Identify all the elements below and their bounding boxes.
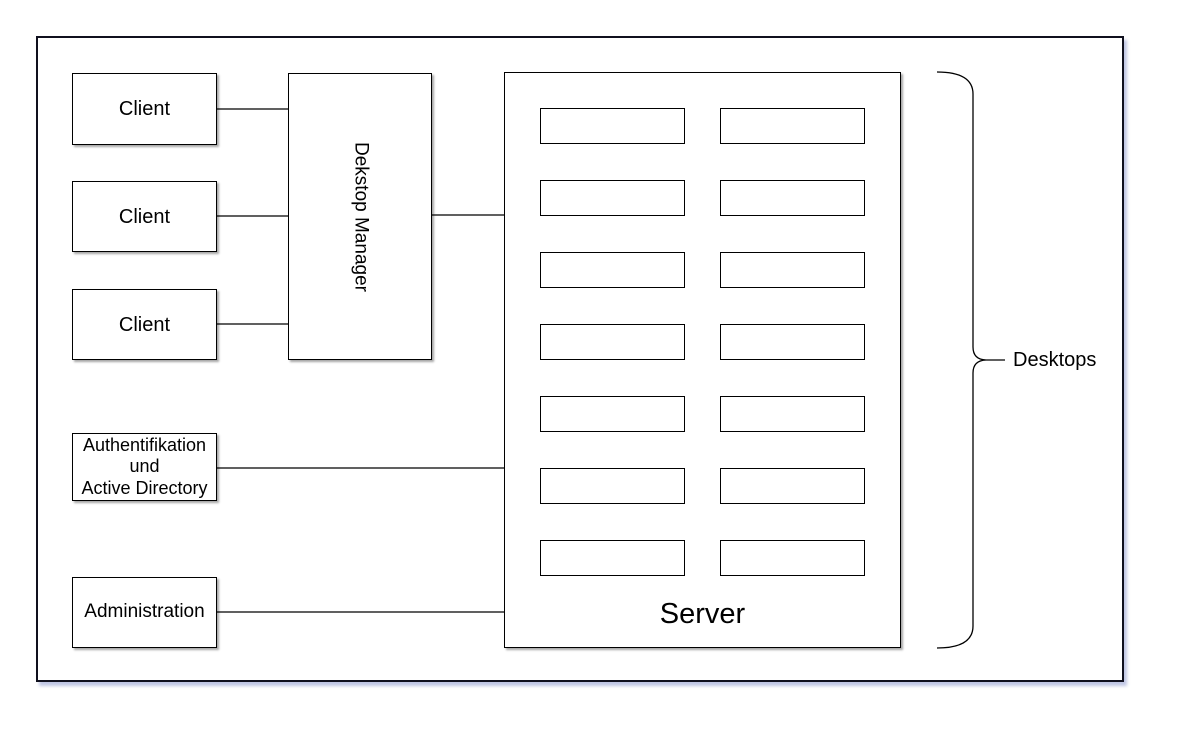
client-node-3-label: Client: [118, 313, 171, 336]
client-node-1-label: Client: [118, 98, 171, 120]
client-node-2[interactable]: Client: [72, 181, 217, 252]
desktop-manager-node[interactable]: Dekstop Manager: [288, 73, 432, 360]
authentication-node[interactable]: Authentifikation und Active Directory: [72, 433, 217, 501]
desktop-slot-grid: [540, 108, 865, 576]
desktop-manager-label: Dekstop Manager: [350, 141, 372, 292]
desktop-slot[interactable]: [720, 108, 865, 144]
desktop-slot[interactable]: [540, 252, 685, 288]
desktop-slot[interactable]: [720, 180, 865, 216]
authentication-label: Authentifikation und Active Directory: [81, 434, 208, 498]
desktop-slot[interactable]: [540, 540, 685, 576]
desktop-slot[interactable]: [720, 324, 865, 360]
desktop-slot[interactable]: [720, 468, 865, 504]
desktop-slot[interactable]: [720, 540, 865, 576]
server-label: Server: [659, 598, 746, 630]
client-node-3[interactable]: Client: [72, 289, 217, 360]
desktop-slot[interactable]: [540, 180, 685, 216]
desktop-slot[interactable]: [540, 324, 685, 360]
desktop-slot[interactable]: [540, 468, 685, 504]
client-node-1[interactable]: Client: [72, 73, 217, 145]
desktop-slot[interactable]: [720, 252, 865, 288]
server-node[interactable]: Server: [504, 72, 901, 648]
desktop-slot[interactable]: [540, 396, 685, 432]
desktops-brace-label: Desktops: [1013, 349, 1097, 371]
desktop-slot[interactable]: [540, 108, 685, 144]
administration-node[interactable]: Administration: [72, 577, 217, 648]
client-node-2-label: Client: [118, 205, 171, 228]
administration-label: Administration: [84, 601, 205, 623]
desktop-slot[interactable]: [720, 396, 865, 432]
